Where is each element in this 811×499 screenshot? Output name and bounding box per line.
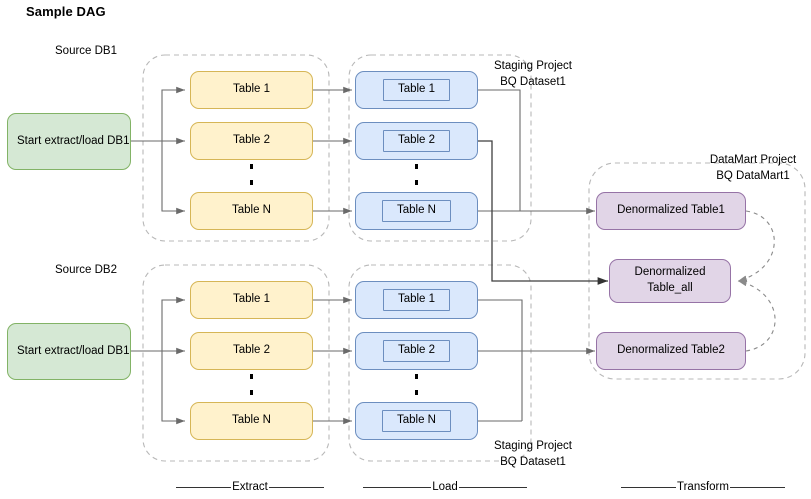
legend-transform-label: Transform — [677, 481, 729, 493]
ellipsis-dot — [250, 164, 253, 169]
legend-extract: Extract — [165, 481, 335, 493]
source-db1-label: Source DB1 — [55, 45, 118, 57]
load-table-row[interactable]: Table 1 — [355, 71, 478, 109]
load-table-row[interactable]: Table 2 — [355, 332, 478, 370]
bq-table-chip: Table N — [382, 200, 451, 222]
legend-extract-label: Extract — [232, 481, 268, 493]
staging-project-label-bottom-line2: BQ Dataset1 — [500, 456, 566, 468]
datamart-project-label-line1: DataMart Project — [709, 154, 797, 166]
bq-table-chip: Table 2 — [382, 130, 451, 152]
load-table-row[interactable]: Table 2 — [355, 122, 478, 160]
denormalized-table-all-node[interactable]: Denormalized Table_all — [609, 259, 731, 303]
start-node-db1-top[interactable]: Start extract/load DB1 — [7, 113, 131, 170]
extract-table-row[interactable]: Table N — [190, 192, 313, 230]
staging-project-label-bottom-line1: Staging Project — [494, 440, 572, 452]
load-table-row[interactable]: Table N — [355, 402, 478, 440]
ellipsis-dot — [415, 180, 418, 185]
ellipsis-dot — [415, 390, 418, 395]
bq-table-chip: Table 1 — [382, 79, 451, 101]
load-table-row[interactable]: Table N — [355, 192, 478, 230]
denormalized-table1-node[interactable]: Denormalized Table1 — [596, 192, 746, 230]
ellipsis-dot — [250, 390, 253, 395]
start-node-db1-bottom[interactable]: Start extract/load DB1 — [7, 323, 131, 380]
ellipsis-dot — [415, 164, 418, 169]
legend-transform: Transform — [608, 481, 798, 493]
page-title: Sample DAG — [26, 4, 106, 19]
staging-project-label-top-line1: Staging Project — [494, 60, 572, 72]
legend-load: Load — [360, 481, 530, 493]
ellipsis-dot — [250, 180, 253, 185]
bq-table-chip: Table 2 — [382, 340, 451, 362]
extract-table-row[interactable]: Table N — [190, 402, 313, 440]
denorm-all-line2: Table_all — [647, 282, 693, 294]
bq-table-chip: Table 1 — [382, 289, 451, 311]
staging-project-label-top-line2: BQ Dataset1 — [500, 76, 566, 88]
extract-table-row[interactable]: Table 1 — [190, 71, 313, 109]
denorm-all-line1: Denormalized — [634, 266, 706, 279]
source-db2-label: Source DB2 — [55, 264, 118, 276]
extract-table-row[interactable]: Table 2 — [190, 332, 313, 370]
datamart-project-label-line2: BQ DataMart1 — [716, 170, 790, 182]
bq-table-chip: Table N — [382, 410, 451, 432]
extract-table-row[interactable]: Table 1 — [190, 281, 313, 319]
ellipsis-dot — [250, 374, 253, 379]
legend-load-label: Load — [432, 481, 458, 493]
ellipsis-dot — [415, 374, 418, 379]
denormalized-table2-node[interactable]: Denormalized Table2 — [596, 332, 746, 370]
load-table-row[interactable]: Table 1 — [355, 281, 478, 319]
extract-table-row[interactable]: Table 2 — [190, 122, 313, 160]
